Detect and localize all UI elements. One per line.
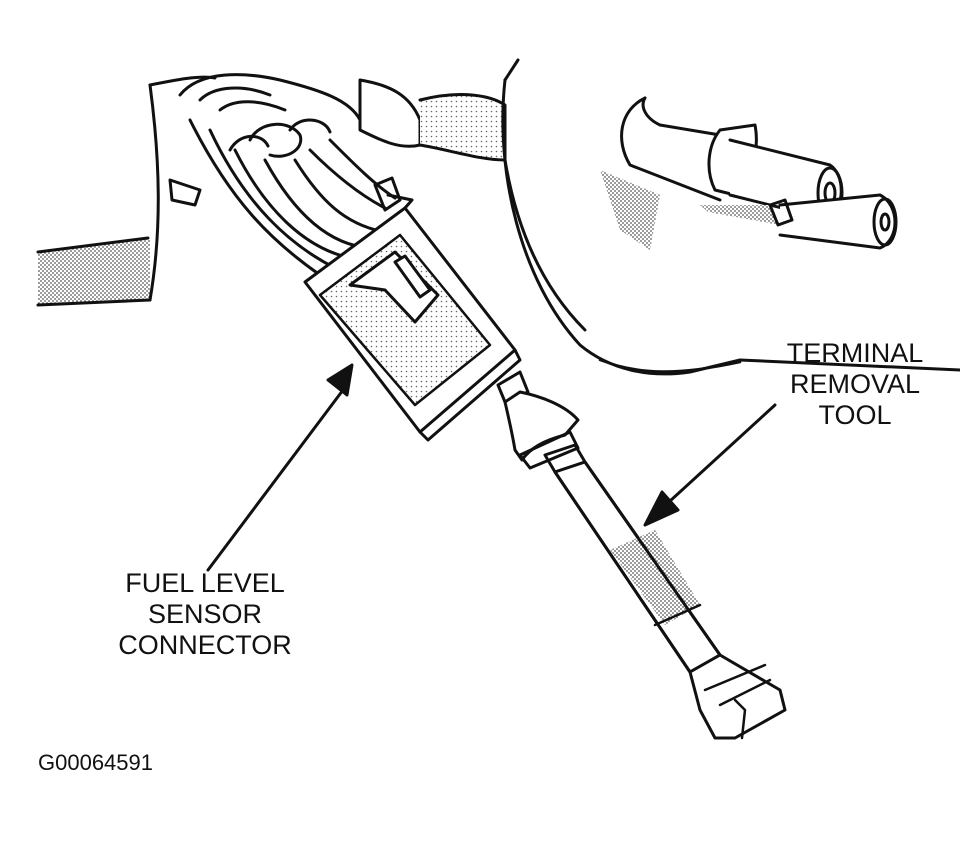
left-bracket — [36, 75, 217, 307]
tank-wall — [501, 58, 960, 376]
terminal-removal-tool-label: TERMINAL REMOVAL TOOL — [770, 338, 940, 431]
tool-label-line-3: TOOL — [818, 400, 892, 430]
fuel-level-sensor-connector-label: FUEL LEVEL SENSOR CONNECTOR — [95, 568, 315, 661]
tool-label-line-1: TERMINAL — [786, 338, 924, 368]
figure-id: G00064591 — [38, 750, 153, 775]
callout-arrows — [206, 363, 777, 572]
connector-label-line-1: FUEL LEVEL — [125, 568, 285, 598]
connector-label-line-3: CONNECTOR — [118, 630, 292, 660]
sensor-connector — [303, 193, 522, 442]
terminal-removal-tool — [496, 370, 787, 740]
tool-label-line-2: REMOVAL — [789, 369, 921, 399]
connector-label-line-2: SENSOR — [147, 599, 263, 629]
harness-base — [178, 73, 507, 162]
tube-fittings — [600, 96, 898, 250]
